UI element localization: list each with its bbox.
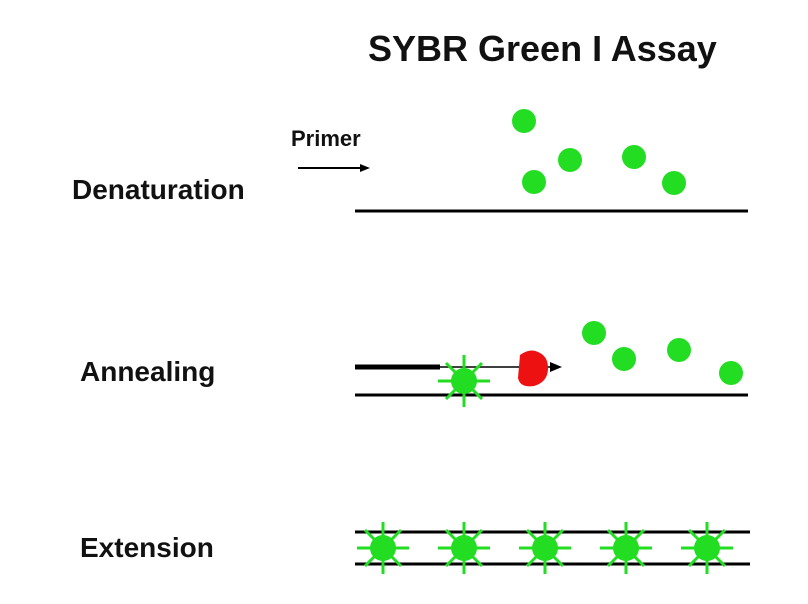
- bound-dye-star-icon: [598, 520, 654, 576]
- extension-stage: [355, 520, 750, 576]
- free-dye-molecule-icon: [622, 145, 646, 169]
- bound-dye-star-icon: [679, 520, 735, 576]
- stage-label-extension: Extension: [80, 532, 214, 563]
- bound-dye-star-icon: [355, 520, 411, 576]
- bound-dye-star-icon: [436, 353, 492, 409]
- free-dye-molecule-icon: [719, 361, 743, 385]
- free-dye-molecule-icon: [662, 171, 686, 195]
- primer-arrow-icon: [298, 164, 370, 172]
- free-dye-molecule-icon: [667, 338, 691, 362]
- annealing-stage: [355, 321, 748, 409]
- bound-dye-star-icon: [517, 520, 573, 576]
- polymerase-icon: [518, 350, 548, 387]
- primer-label: Primer: [291, 126, 361, 151]
- stage-label-denaturation: Denaturation: [72, 174, 245, 205]
- denaturation-stage: [298, 109, 748, 213]
- free-dye-molecule-icon: [512, 109, 536, 133]
- free-dye-molecule-icon: [558, 148, 582, 172]
- free-dye-group: [512, 109, 686, 195]
- free-dye-molecule-icon: [522, 170, 546, 194]
- free-dye-molecule-icon: [612, 347, 636, 371]
- bound-dye-star-icon: [436, 520, 492, 576]
- free-dye-group: [582, 321, 743, 385]
- free-dye-molecule-icon: [582, 321, 606, 345]
- extension-arrowhead-icon: [550, 362, 562, 372]
- stage-label-annealing: Annealing: [80, 356, 216, 387]
- diagram-title: SYBR Green I Assay: [368, 28, 717, 69]
